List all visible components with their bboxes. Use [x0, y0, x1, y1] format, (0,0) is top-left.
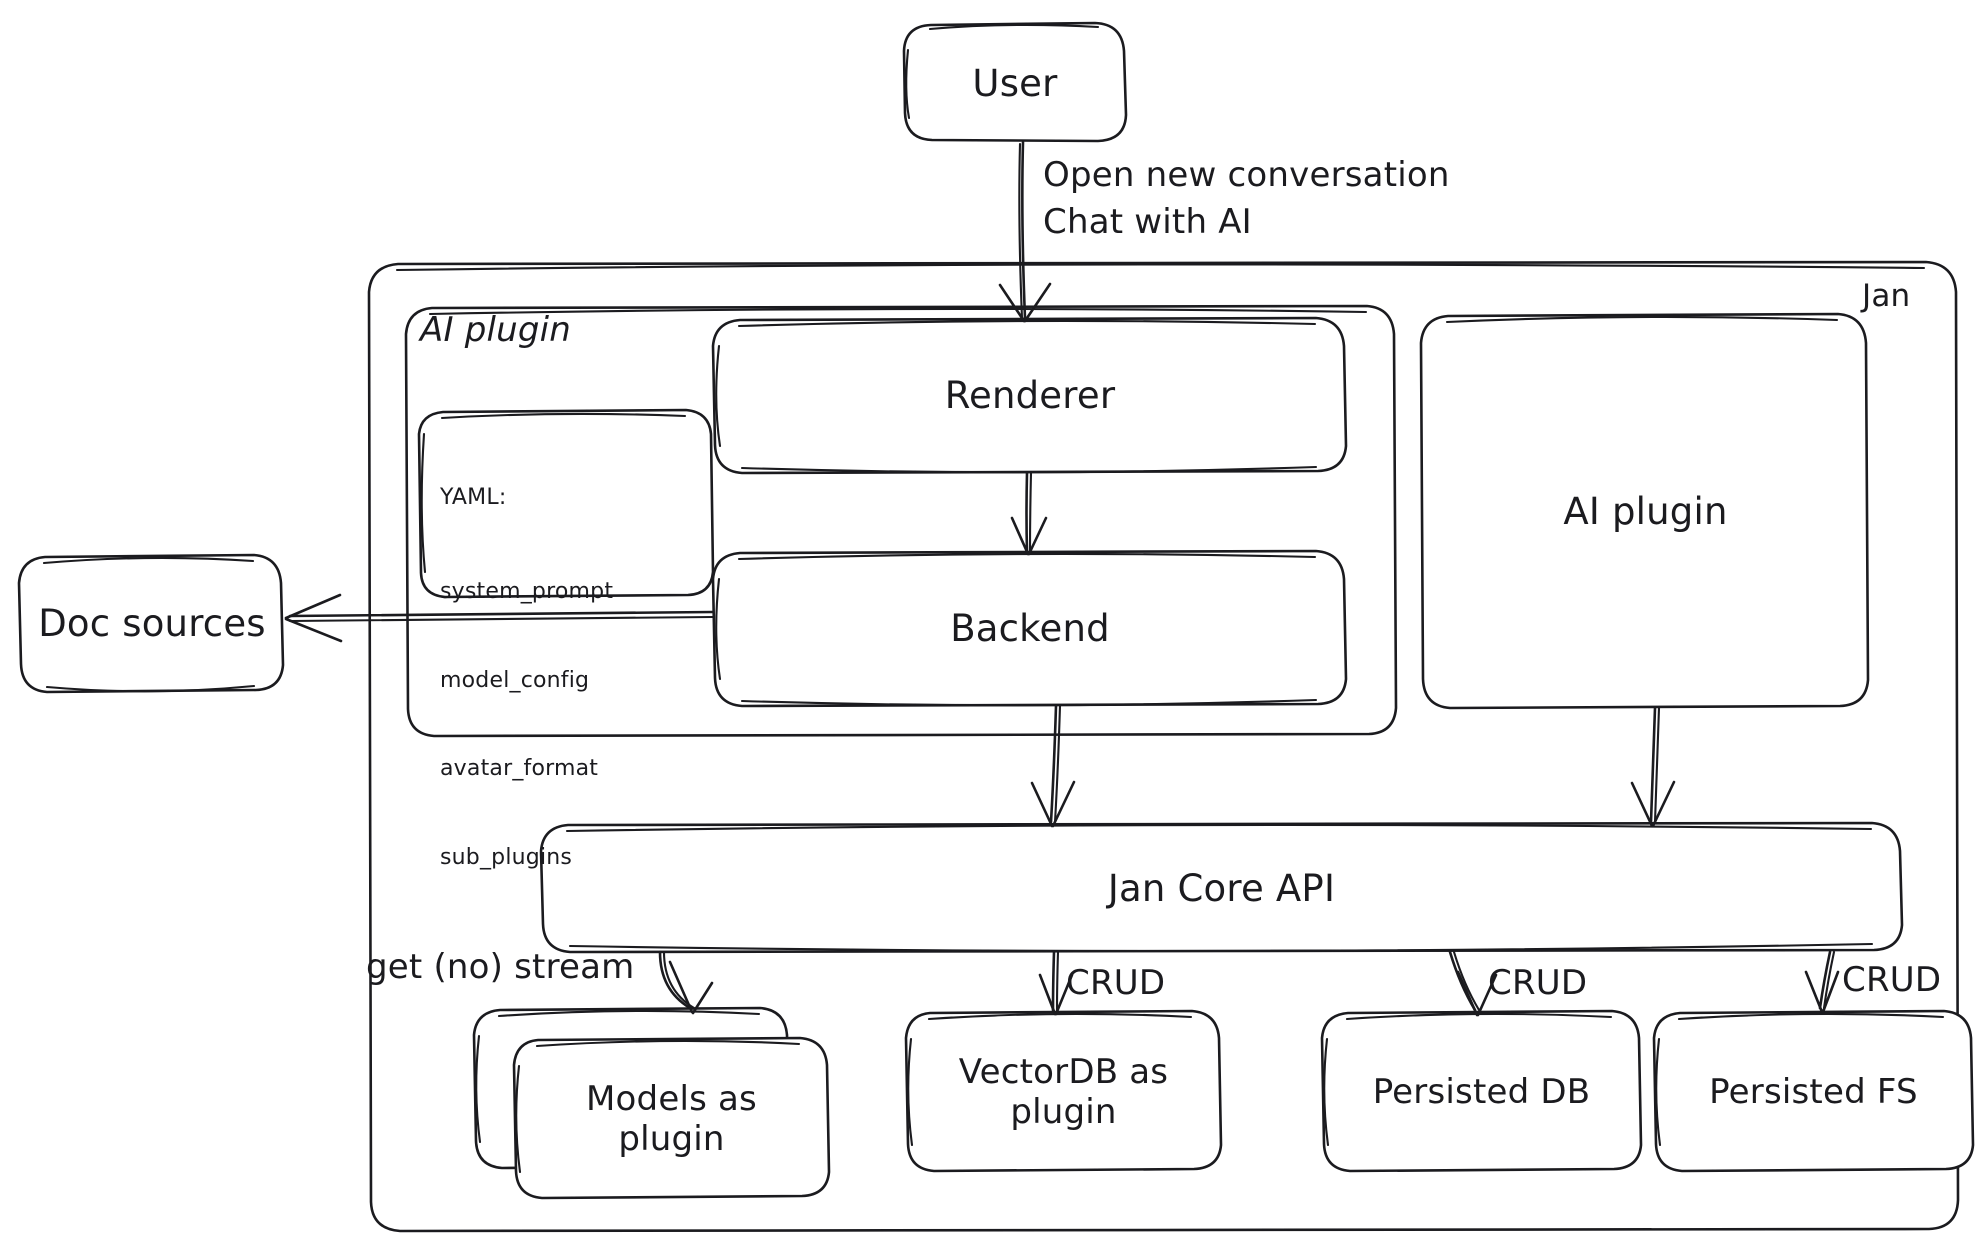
persisted-db-label: Persisted DB: [1372, 1071, 1591, 1112]
yaml-item-sub-plugins: sub_plugins: [440, 844, 573, 870]
edge-label-crud-vectordb: CRUD: [1066, 963, 1166, 1003]
arrow-ai-plugin-to-jan-core-api: [1630, 706, 1676, 828]
yaml-item-system-prompt: system_prompt: [440, 579, 614, 605]
jan-container-label: Jan: [1862, 278, 1911, 314]
edge-label-crud-persisted-fs: CRUD: [1842, 960, 1942, 1000]
yaml-card-content: YAML: system_prompt model_config avatar_…: [440, 424, 710, 931]
edge-label-get-no-stream: get (no) stream: [366, 947, 635, 987]
vectordb-as-plugin-label: VectorDB as plugin: [958, 1051, 1169, 1132]
edge-label-open-conversation-line1: Open new conversation: [1043, 155, 1450, 195]
ai-plugin-right-label: AI plugin: [1563, 490, 1728, 534]
edge-label-open-conversation-line2: Chat with AI: [1043, 202, 1252, 242]
yaml-item-avatar-format: avatar_format: [440, 756, 599, 782]
doc-sources-label: Doc sources: [38, 602, 266, 646]
ai-plugin-group-label: AI plugin: [420, 310, 572, 350]
arrow-backend-to-jan-core-api: [1030, 704, 1076, 828]
user-label: User: [972, 62, 1058, 106]
jan-core-api-label: Jan Core API: [1107, 866, 1336, 910]
models-as-plugin-label: Models as plugin: [586, 1078, 757, 1159]
yaml-head: YAML:: [440, 484, 507, 510]
arrow-jan-core-api-to-models: [658, 950, 714, 1015]
arrow-jan-core-api-to-persisted-fs: [1804, 950, 1840, 1014]
backend-label: Backend: [950, 607, 1110, 651]
renderer-label: Renderer: [944, 374, 1116, 418]
arrow-renderer-to-backend: [1010, 471, 1048, 556]
yaml-item-model-config: model_config: [440, 667, 590, 693]
persisted-fs-label: Persisted FS: [1709, 1071, 1918, 1112]
edge-label-crud-persisted-db: CRUD: [1488, 963, 1588, 1003]
